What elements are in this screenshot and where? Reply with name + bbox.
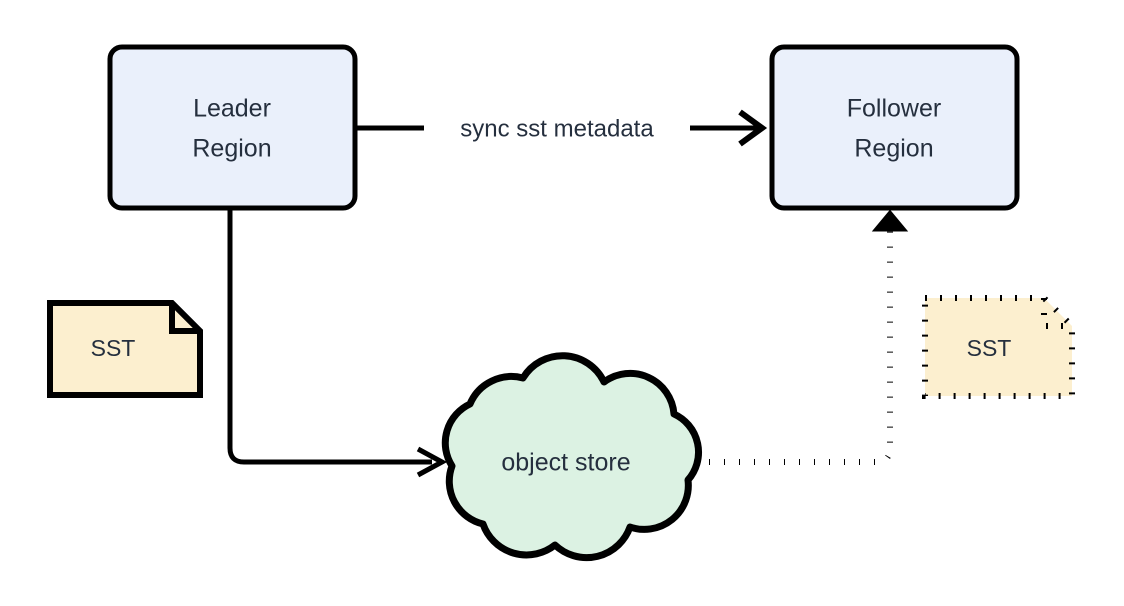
edge-fetch-sst: [694, 209, 909, 465]
node-sst-leader-shape[interactable]: [47, 300, 203, 398]
edge-upload-sst-line: [227, 208, 432, 465]
node-sst-leader[interactable]: SST: [47, 300, 203, 398]
node-leader-region-shape[interactable]: [107, 44, 358, 211]
node-object-store[interactable]: object store: [441, 352, 703, 562]
edge-upload-sst-arrowhead: [416, 446, 448, 478]
node-leader-region-label-line1: Leader: [193, 95, 271, 123]
edge-sync-metadata: sync sst metadata: [357, 109, 768, 148]
node-sst-follower-shape[interactable]: [922, 295, 1075, 399]
node-object-store-shape[interactable]: [441, 352, 703, 562]
node-sst-leader-fold-icon: [169, 303, 200, 334]
node-sst-follower-label: SST: [967, 335, 1012, 361]
node-leader-region[interactable]: Leader Region: [107, 44, 358, 211]
node-follower-region[interactable]: Follower Region: [769, 44, 1020, 211]
node-follower-region-label-line2: Region: [854, 135, 933, 163]
edge-fetch-sst-arrowhead: [871, 209, 909, 232]
node-sst-follower[interactable]: SST: [922, 295, 1075, 399]
edge-sync-metadata-arrowhead: [738, 109, 768, 147]
node-leader-region-label-line2: Region: [192, 135, 271, 163]
node-follower-region-shape[interactable]: [769, 44, 1020, 211]
node-follower-region-label-line1: Follower: [847, 95, 941, 123]
edge-sync-metadata-label: sync sst metadata: [460, 115, 654, 142]
node-sst-leader-label: SST: [91, 335, 136, 361]
node-object-store-label: object store: [501, 449, 630, 477]
edge-fetch-sst-line: [694, 228, 893, 465]
node-sst-follower-fold-icon: [1041, 298, 1072, 329]
edge-upload-sst: [227, 208, 448, 478]
edge-sync-metadata-label-backdrop: [424, 110, 690, 148]
